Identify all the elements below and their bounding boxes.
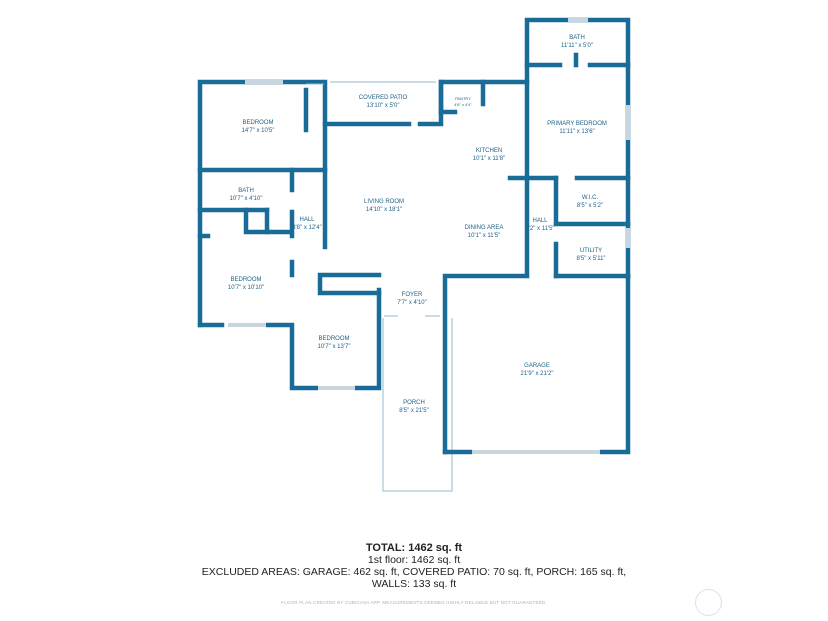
room-name: GARAGE [524, 363, 550, 369]
room-name: BEDROOM [318, 336, 349, 342]
room-dims: 10'1" x 11'8" [473, 156, 505, 162]
room-dims: 11'11" x 5'0" [561, 43, 593, 49]
room-dims: 14'10" x 18'1" [366, 207, 402, 213]
total-area: TOTAL: 1462 sq. ft [365, 542, 463, 554]
floor-plan: BATH 11'11" x 5'0" BEDROOM 14'7" x 10'5"… [197, 17, 631, 492]
room-name: COVERED PATIO [359, 95, 408, 101]
room-name: PRIMARY BEDROOM [547, 121, 607, 127]
room-pantry: PANTRY 4'6" x 4'4" [454, 96, 472, 107]
room-bedroom-s: BEDROOM 10'7" x 13'7" [318, 336, 351, 350]
room-dims: 3'2" x 11'5" [525, 226, 554, 232]
room-dims: 8'5" x 21'5" [399, 408, 429, 414]
room-kitchen: KITCHEN 10'1" x 11'8" [473, 148, 505, 162]
room-foyer: FOYER 7'7" x 4'10" [397, 292, 427, 306]
room-hall-west: HALL 3'8" x 12'4" [292, 217, 322, 231]
room-wic: W.I.C. 8'5" x 5'2" [577, 195, 603, 209]
room-bedroom-nw: BEDROOM 14'7" x 10'5" [242, 120, 275, 134]
room-dining-area: DINING AREA 10'1" x 11'5" [465, 225, 504, 239]
room-primary-bedroom: PRIMARY BEDROOM 11'11" x 13'6" [547, 121, 607, 135]
excluded-areas: EXCLUDED AREAS: GARAGE: 462 sq. ft, COVE… [201, 566, 627, 578]
porch-outline [382, 318, 453, 492]
room-bedroom-sw: BEDROOM 10'7" x 10'10" [228, 277, 264, 291]
room-dims: 3'8" x 12'4" [292, 225, 322, 231]
walls-area: WALLS: 133 sq. ft [371, 578, 457, 590]
room-name: HALL [299, 217, 315, 223]
area-summary: TOTAL: 1462 sq. ft 1st floor: 1462 sq. f… [0, 542, 828, 590]
room-porch: PORCH 8'5" x 21'5" [399, 400, 429, 414]
room-name: BEDROOM [230, 277, 261, 283]
room-utility: UTILITY 8'5" x 5'11" [576, 248, 605, 262]
windows [228, 18, 630, 454]
room-dims: 10'7" x 13'7" [318, 344, 351, 350]
interior-walls [197, 52, 631, 279]
room-garage: GARAGE 21'9" x 21'2" [521, 363, 554, 377]
room-name: UTILITY [580, 248, 602, 254]
room-name: PORCH [403, 400, 425, 406]
room-hall-east: HALL 3'2" x 11'5" [525, 218, 554, 232]
disclaimer-text: FLOOR PLAN CREATED BY CUBICASA APP. MEAS… [281, 600, 547, 605]
room-dims: 10'1" x 11'5" [468, 233, 500, 239]
floor-area: 1st floor: 1462 sq. ft [367, 554, 461, 566]
room-name: FOYER [402, 292, 423, 298]
room-labels: BATH 11'11" x 5'0" BEDROOM 14'7" x 10'5"… [228, 35, 607, 414]
room-dims: 7'7" x 4'10" [397, 300, 427, 306]
room-dims: 21'9" x 21'2" [521, 371, 554, 377]
room-name: BATH [238, 188, 254, 194]
room-name: HALL [532, 218, 548, 224]
room-dims: 11'11" x 13'6" [559, 129, 594, 135]
room-covered-patio: COVERED PATIO 13'10" x 5'0" [359, 95, 408, 109]
room-name: W.I.C. [582, 195, 599, 201]
room-bath-west: BATH 10'7" x 4'10" [230, 188, 263, 202]
room-name: PANTRY [455, 96, 471, 101]
room-dims: 10'7" x 4'10" [230, 196, 263, 202]
room-dims: 14'7" x 10'5" [242, 128, 275, 134]
room-dims: 8'5" x 5'2" [577, 203, 603, 209]
room-dims: 8'5" x 5'11" [576, 256, 605, 262]
room-name: BATH [569, 35, 585, 41]
room-name: DINING AREA [465, 225, 504, 231]
room-name: LIVING ROOM [364, 199, 404, 205]
room-dims: 10'7" x 10'10" [228, 285, 264, 291]
room-living-room: LIVING ROOM 14'10" x 18'1" [364, 199, 404, 213]
room-name: BEDROOM [242, 120, 273, 126]
exterior-walls [197, 17, 631, 455]
room-bath-top: BATH 11'11" x 5'0" [561, 35, 593, 49]
room-dims: 13'10" x 5'0" [367, 103, 400, 109]
brand-logo-icon [695, 589, 722, 616]
room-name: KITCHEN [476, 148, 502, 154]
room-dims: 4'6" x 4'4" [454, 102, 472, 107]
